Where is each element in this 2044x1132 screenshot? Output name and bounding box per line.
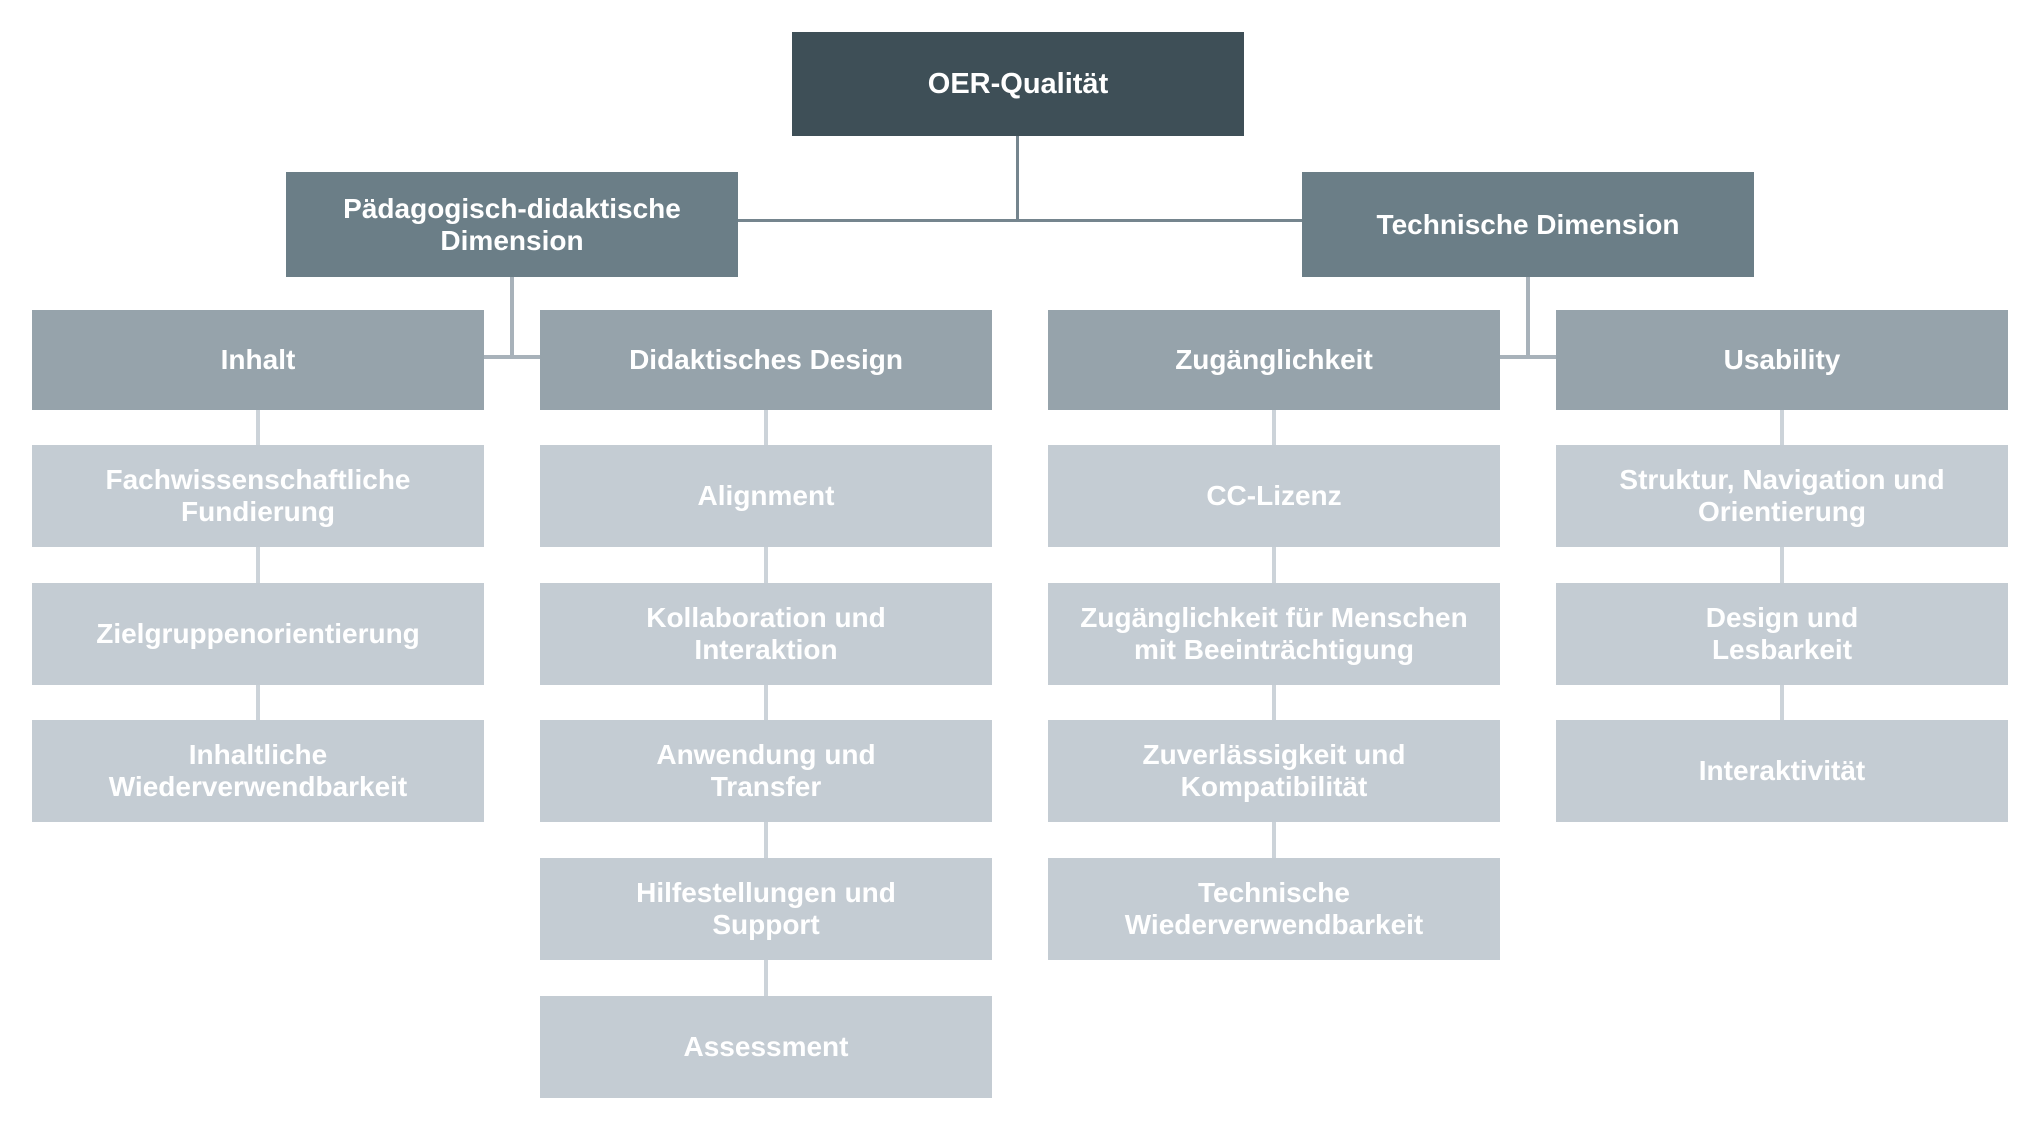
connector-dim2-horizontal bbox=[1500, 355, 1556, 359]
node-zielgruppenorientierung: Zielgruppenorientierung bbox=[32, 583, 484, 685]
node-anwendung-und-transfer: Anwendung und Transfer bbox=[540, 720, 992, 822]
connector-col2-4 bbox=[764, 822, 768, 858]
connector-col4-2 bbox=[1780, 547, 1784, 583]
connector-col3-1 bbox=[1272, 410, 1276, 445]
connector-col3-2 bbox=[1272, 547, 1276, 583]
connector-col2-2 bbox=[764, 547, 768, 583]
node-inhaltliche-wiederverwendbarkeit: Inhaltliche Wiederverwendbarkeit bbox=[32, 720, 484, 822]
connector-col3-4 bbox=[1272, 822, 1276, 858]
connector-dim1-horizontal bbox=[484, 355, 540, 359]
node-kollaboration-und-interaktion: Kollaboration und Interaktion bbox=[540, 583, 992, 685]
connector-col2-3 bbox=[764, 685, 768, 720]
node-technische-wiederverwendbarkeit: Technische Wiederverwendbarkeit bbox=[1048, 858, 1500, 960]
connector-col2-5 bbox=[764, 960, 768, 996]
connector-col3-3 bbox=[1272, 685, 1276, 720]
node-assessment: Assessment bbox=[540, 996, 992, 1098]
node-inhalt: Inhalt bbox=[32, 310, 484, 410]
node-alignment: Alignment bbox=[540, 445, 992, 547]
node-paedagogisch-didaktische-dimension: Pädagogisch-didaktische Dimension bbox=[286, 172, 738, 277]
connector-dim1-vertical bbox=[510, 277, 514, 359]
node-usability: Usability bbox=[1556, 310, 2008, 410]
node-oer-qualitaet: OER-Qualität bbox=[792, 32, 1244, 136]
connector-col1-3 bbox=[256, 685, 260, 720]
connector-col4-3 bbox=[1780, 685, 1784, 720]
node-fachwissenschaftliche-fundierung: Fachwissenschaftliche Fundierung bbox=[32, 445, 484, 547]
node-struktur-navigation-orientierung: Struktur, Navigation und Orientierung bbox=[1556, 445, 2008, 547]
connector-root-horizontal bbox=[738, 219, 1302, 222]
node-zuverlaessigkeit-und-kompatibilitaet: Zuverlässigkeit und Kompatibilität bbox=[1048, 720, 1500, 822]
node-zugaenglichkeit-fuer-menschen: Zugänglichkeit für Menschen mit Beeinträ… bbox=[1048, 583, 1500, 685]
connector-root-vertical bbox=[1016, 136, 1019, 221]
connector-col4-1 bbox=[1780, 410, 1784, 445]
node-hilfestellungen-und-support: Hilfestellungen und Support bbox=[540, 858, 992, 960]
connector-col1-2 bbox=[256, 547, 260, 583]
node-cc-lizenz: CC-Lizenz bbox=[1048, 445, 1500, 547]
connector-col2-1 bbox=[764, 410, 768, 445]
node-technische-dimension: Technische Dimension bbox=[1302, 172, 1754, 277]
node-zugaenglichkeit: Zugänglichkeit bbox=[1048, 310, 1500, 410]
connector-col1-1 bbox=[256, 410, 260, 445]
node-design-und-lesbarkeit: Design und Lesbarkeit bbox=[1556, 583, 2008, 685]
node-didaktisches-design: Didaktisches Design bbox=[540, 310, 992, 410]
connector-dim2-vertical bbox=[1526, 277, 1530, 359]
node-interaktivitaet: Interaktivität bbox=[1556, 720, 2008, 822]
